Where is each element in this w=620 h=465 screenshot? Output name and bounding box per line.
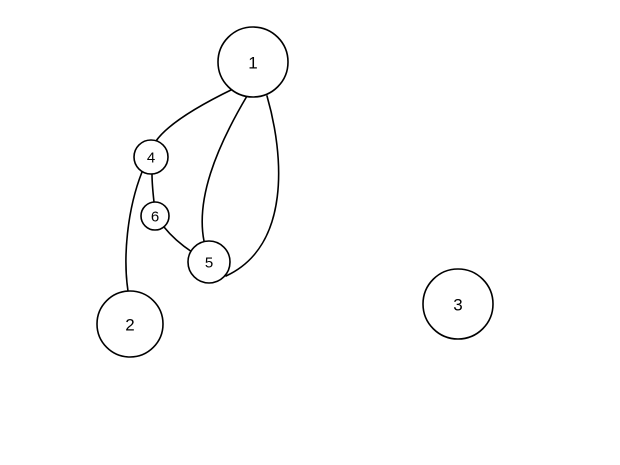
node-3-label: 3 xyxy=(453,296,462,315)
edge-4-2[interactable] xyxy=(125,171,143,292)
node-1[interactable]: 1 xyxy=(217,26,289,98)
node-5-label: 5 xyxy=(205,255,213,272)
edges-layer xyxy=(125,88,280,292)
edge-1-5[interactable] xyxy=(201,95,248,242)
node-3-circle[interactable] xyxy=(422,268,494,340)
node-5[interactable]: 5 xyxy=(187,240,231,284)
node-6[interactable]: 6 xyxy=(140,201,170,231)
node-3[interactable]: 3 xyxy=(422,268,494,340)
node-5-circle[interactable] xyxy=(187,240,231,284)
node-2[interactable]: 2 xyxy=(96,290,164,358)
edge-4-6[interactable] xyxy=(151,173,155,203)
node-2-label: 2 xyxy=(125,316,134,335)
nodes-layer: 1 4 6 5 2 3 xyxy=(96,26,494,358)
edge-6-5[interactable] xyxy=(163,226,193,253)
node-1-label: 1 xyxy=(248,54,257,73)
node-1-circle[interactable] xyxy=(217,26,289,98)
node-2-circle[interactable] xyxy=(96,290,164,358)
edge-1-4[interactable] xyxy=(155,88,234,142)
node-4-circle[interactable] xyxy=(133,139,169,175)
node-6-label: 6 xyxy=(151,209,159,226)
node-6-circle[interactable] xyxy=(140,201,170,231)
edge-1-5-outer-right[interactable] xyxy=(225,95,280,277)
node-4-label: 4 xyxy=(147,150,155,167)
node-4[interactable]: 4 xyxy=(133,139,169,175)
